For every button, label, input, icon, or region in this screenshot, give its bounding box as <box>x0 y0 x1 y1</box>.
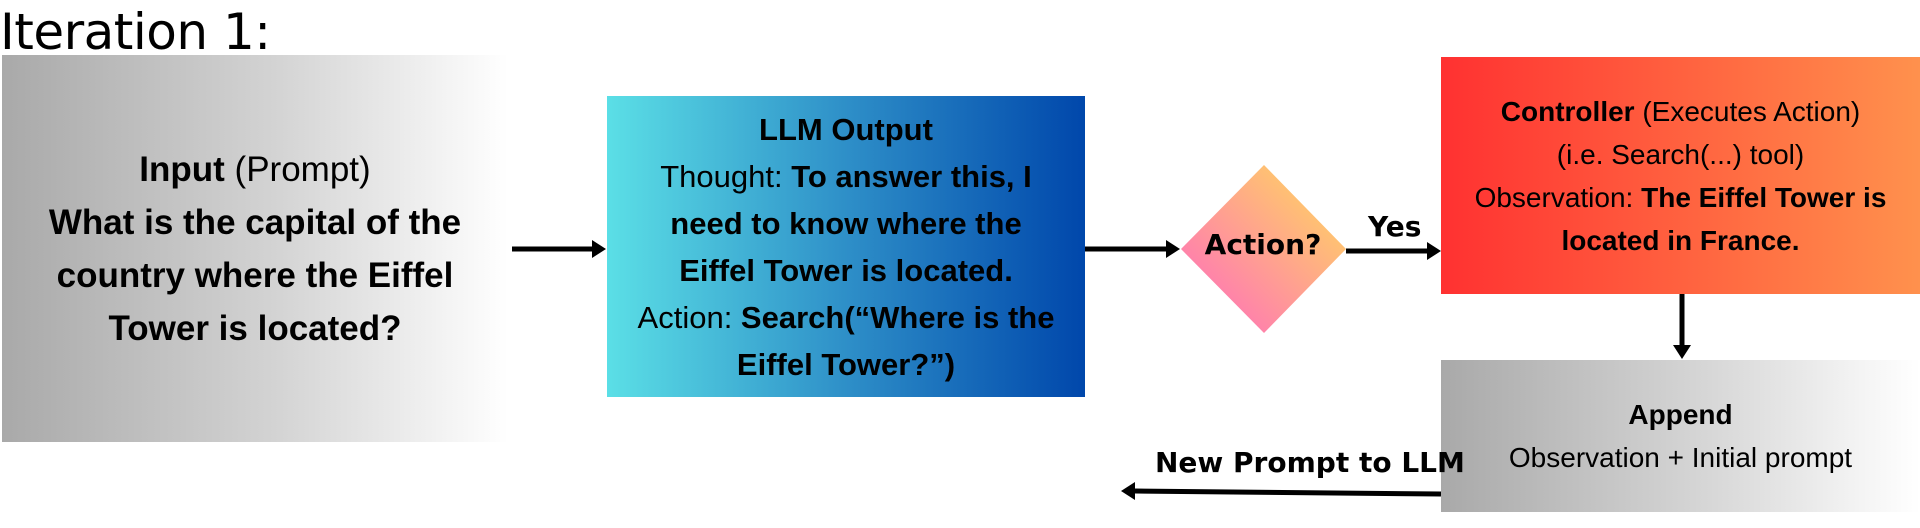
llm-heading: LLM Output <box>759 111 933 147</box>
input-heading-suffix: (Prompt) <box>224 149 371 189</box>
action-label: Action: <box>637 299 741 335</box>
thought-label: Thought: <box>660 158 792 194</box>
yes-label: Yes <box>1368 210 1422 243</box>
append-text: Observation + Initial prompt <box>1508 442 1853 473</box>
new-prompt-label: New Prompt to LLM <box>1155 446 1465 479</box>
controller-heading-line: Controller (Executes Action) <box>1501 90 1860 133</box>
thought-text-1: To answer this, I <box>791 158 1032 194</box>
controller-heading-suffix: (Executes Action) <box>1634 95 1861 127</box>
input-prompt-box: Input (Prompt) What is the capital of th… <box>2 55 508 442</box>
llm-action-line-2: Eiffel Tower?”) <box>736 346 956 382</box>
decision-diamond <box>1181 165 1346 333</box>
decision-label: Action? <box>1204 228 1322 261</box>
controller-heading: Controller <box>1500 95 1635 127</box>
observation-label: Observation: <box>1474 181 1642 213</box>
append-heading: Append <box>1628 399 1733 430</box>
controller-observation-line-2: located in France. <box>1561 224 1800 256</box>
llm-thought-line-1: Thought: To answer this, I <box>660 153 1032 200</box>
llm-output-box: LLM Output Thought: To answer this, I ne… <box>607 96 1085 397</box>
arrowhead-decision-to-controller <box>1427 242 1441 260</box>
llm-thought-line-2: need to know where the <box>670 205 1022 241</box>
arrowhead-llm-to-decision <box>1166 240 1180 258</box>
append-box: Append Observation + Initial prompt <box>1441 360 1920 512</box>
llm-thought-line-3: Eiffel Tower is located. <box>679 252 1013 288</box>
arrowhead-controller-to-append <box>1673 345 1691 359</box>
arrowhead-append-to-new-prompt <box>1121 482 1135 500</box>
input-heading: Input <box>139 149 225 189</box>
controller-tool-line: (i.e. Search(...) tool) <box>1556 138 1805 170</box>
observation-text-1: The Eiffel Tower is <box>1641 181 1887 213</box>
llm-action-line-1: Action: Search(“Where is the <box>638 294 1055 341</box>
arrow-append-to-new-prompt <box>1134 488 1442 497</box>
controller-observation-line-1: Observation: The Eiffel Tower is <box>1475 176 1887 219</box>
input-question-line-1: What is the capital of the <box>48 202 462 242</box>
controller-box: Controller (Executes Action) (i.e. Searc… <box>1441 57 1920 294</box>
input-question-line-2: country where the Eiffel <box>56 255 454 295</box>
arrowhead-input-to-llm <box>592 240 606 258</box>
input-heading-line: Input (Prompt) <box>139 143 370 196</box>
input-question-line-3: Tower is located? <box>108 308 402 348</box>
action-text-1: Search(“Where is the <box>740 299 1055 335</box>
iteration-title: Iteration 1: <box>0 3 271 61</box>
